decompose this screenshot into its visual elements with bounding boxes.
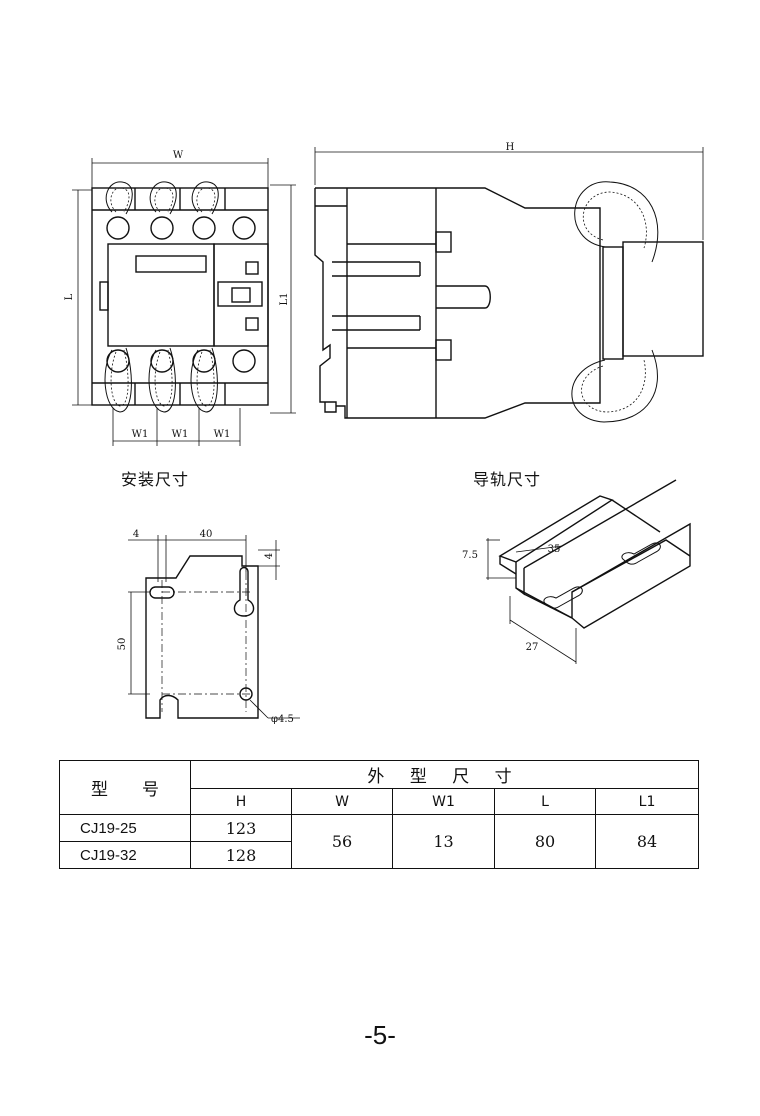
w-cell: 56	[291, 814, 393, 869]
h-cell: 128	[190, 841, 292, 869]
dim-label-w1-b: W1	[172, 429, 189, 440]
dim-label-w: W	[173, 150, 184, 161]
mounting-caption: 安装尺寸	[121, 470, 190, 489]
w1-cell: 13	[392, 814, 495, 869]
mount-dim-hole: φ4.5	[271, 714, 294, 725]
front-view	[72, 158, 296, 446]
side-view	[314, 147, 704, 423]
rail-dim-7-5: 7.5	[462, 550, 478, 561]
technical-drawing: W L L1 W1 W1 W1 H	[64, 142, 704, 725]
dimensions-table: 型 号 外 型 尺 寸 H W W1 L L1 CJ19-25 123 56 1…	[59, 760, 700, 869]
model-cell: CJ19-25	[59, 814, 191, 842]
h-cell: 123	[190, 814, 292, 842]
dim-label-w1-a: W1	[132, 429, 149, 440]
dim-label-h: H	[506, 142, 515, 153]
mount-dim-40: 40	[200, 529, 213, 540]
din-rail	[486, 479, 691, 664]
mount-dim-4-top: 4	[133, 529, 139, 540]
l-cell: 80	[494, 814, 596, 869]
table-row: CJ19-25 123 56 13 80 84	[59, 814, 700, 869]
mounting-plate	[128, 535, 300, 719]
dim-label-w1-c: W1	[214, 429, 231, 440]
col-header-l1: L1	[594, 788, 700, 815]
page-number: -5-	[364, 1020, 396, 1050]
model-cell: CJ19-32	[59, 841, 191, 869]
dims-header: 外 型 尺 寸	[189, 760, 700, 789]
col-header-w: W	[291, 788, 393, 815]
col-header-l: L	[494, 788, 596, 815]
l1-cell: 84	[594, 814, 700, 869]
table-row: CJ19-32 128	[59, 841, 699, 869]
dim-label-l: L	[64, 293, 75, 300]
col-header-h: H	[190, 788, 292, 815]
mount-dim-4-right: 4	[264, 553, 275, 559]
mount-dim-50: 50	[117, 638, 128, 651]
rail-caption: 导轨尺寸	[473, 470, 542, 489]
rail-dim-27: 27	[526, 642, 539, 653]
col-header-w1: W1	[392, 788, 495, 815]
rail-dim-35: 35	[548, 544, 561, 555]
model-header: 型 号	[59, 760, 191, 815]
dim-label-l1: L1	[279, 292, 290, 305]
